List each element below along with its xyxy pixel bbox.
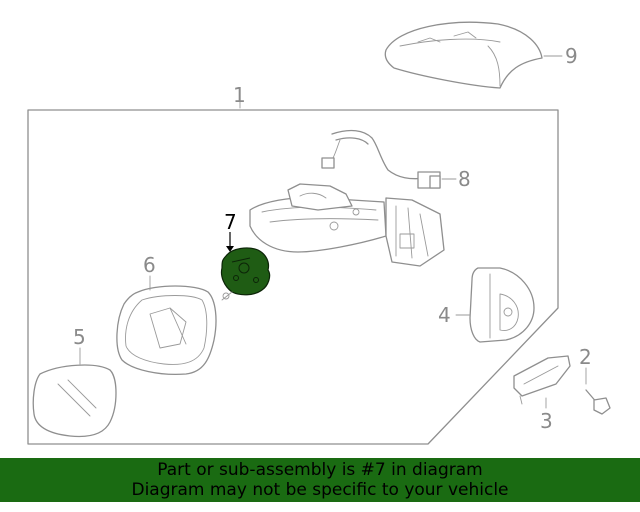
part-3-bracket[interactable] [513,355,571,405]
part-8-wiring-harness[interactable] [321,129,441,189]
callout-3[interactable]: 3 [540,409,553,433]
part-9-mirror-cover[interactable] [384,21,543,89]
callout-1[interactable]: 1 [233,83,246,107]
part-5-mirror-glass[interactable] [32,364,117,438]
banner-line-2: Diagram may not be specific to your vehi… [131,480,509,500]
callout-9[interactable]: 9 [565,44,578,68]
callout-4[interactable]: 4 [438,303,451,327]
info-banner: Part or sub-assembly is #7 in diagram Di… [0,458,640,502]
assembly-boundary [27,109,559,445]
motor-screw [221,291,233,301]
callout-8[interactable]: 8 [458,167,471,191]
part-7-mirror-motor[interactable] [220,247,271,296]
part-2-bolt[interactable] [585,389,611,415]
callout-7[interactable]: 7 [224,210,237,234]
callout-2[interactable]: 2 [579,345,592,369]
parts-diagram: 1 9 8 [27,21,611,445]
part-4-signal-lamp[interactable] [469,267,535,343]
callout-7-arrow [226,246,234,252]
callout-5[interactable]: 5 [73,325,86,349]
part-6-glass-holder[interactable] [116,285,217,376]
mirror-housing-base [249,183,445,267]
banner-line-1: Part or sub-assembly is #7 in diagram [157,460,483,480]
callout-6[interactable]: 6 [143,253,156,277]
